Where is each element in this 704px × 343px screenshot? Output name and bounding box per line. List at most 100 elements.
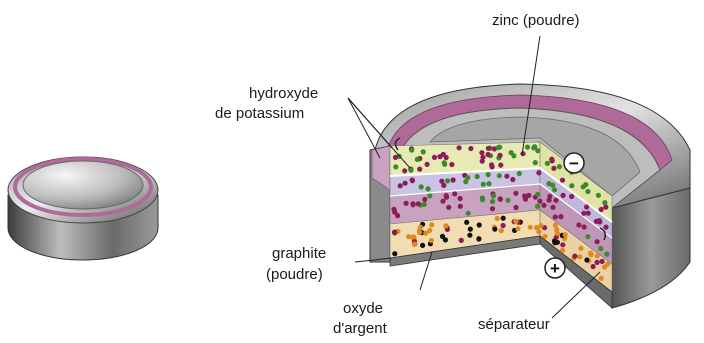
silver-oxide-particle (602, 265, 607, 270)
separator-particle (561, 193, 566, 198)
silver-oxide-particle (555, 231, 560, 236)
separator-particle (504, 174, 509, 179)
electrolyte-particle (395, 213, 400, 218)
silver-oxide-particle (588, 252, 593, 257)
electrolyte-particle (585, 234, 590, 239)
silver-oxide-particle (553, 223, 558, 228)
silver-oxide-particle (392, 251, 397, 256)
zinc-particle (441, 152, 446, 157)
electrolyte-particle (541, 203, 546, 208)
zinc-particle (457, 145, 462, 150)
zinc-particle (425, 162, 430, 167)
electrolyte-particle (490, 199, 495, 204)
separator-particle (569, 194, 574, 199)
zinc-particle (442, 162, 447, 167)
silver-oxide-particle (499, 228, 504, 233)
separator-particle (451, 177, 456, 182)
silver-oxide-particle (418, 225, 423, 230)
electrolyte-particle (427, 193, 432, 198)
separator-particle (497, 173, 502, 178)
zinc-particle (603, 205, 608, 210)
separator-particle (426, 186, 431, 191)
label-oxyde-line2: d'argent (333, 320, 387, 338)
silver-oxide-particle (468, 227, 473, 232)
silver-oxide-particle (501, 223, 506, 228)
zinc-particle (468, 146, 473, 151)
separator-particle (439, 179, 444, 184)
electrolyte-particle (416, 201, 421, 206)
zinc-particle (449, 162, 454, 167)
electrolyte-particle (576, 222, 581, 227)
electrolyte-particle (513, 205, 518, 210)
silver-oxide-particle (477, 222, 482, 227)
zinc-particle (486, 152, 491, 157)
negative-terminal-sign: − (569, 154, 579, 173)
zinc-particle (415, 157, 420, 162)
electrolyte-particle (598, 246, 603, 251)
zinc-particle (520, 151, 525, 156)
separator-particle (445, 178, 450, 183)
zinc-particle (509, 150, 514, 155)
electrolyte-particle (558, 214, 563, 219)
electrolyte-particle (446, 205, 451, 210)
electrolyte-particle (550, 205, 555, 210)
silver-oxide-particle (429, 238, 434, 243)
electrolyte-particle (466, 211, 471, 216)
electrolyte-particle (537, 199, 542, 204)
separator-particle (546, 181, 551, 186)
silver-oxide-particle (563, 232, 568, 237)
silver-oxide-particle (528, 225, 533, 230)
zinc-particle (432, 155, 437, 160)
positive-terminal-marker: + (545, 258, 565, 278)
electrolyte-particle (553, 214, 558, 219)
electrolyte-particle (440, 199, 445, 204)
silver-oxide-particle (412, 242, 417, 247)
electrolyte-particle (458, 196, 463, 201)
zinc-particle (393, 164, 398, 169)
zinc-particle (599, 207, 604, 212)
electrolyte-particle (535, 204, 540, 209)
silver-oxide-particle (467, 233, 472, 238)
silver-oxide-particle (591, 264, 596, 269)
separator-particle (463, 179, 468, 184)
label-oxyde-line1: oxyde (343, 300, 383, 318)
zinc-particle (583, 182, 588, 187)
zinc-particle (393, 155, 398, 160)
separator-particle (403, 181, 408, 186)
separator-particle (410, 178, 415, 183)
label-hydroxyde-line1: hydroxyde (249, 85, 318, 103)
separator-particle (419, 184, 424, 189)
electrolyte-particle (513, 191, 518, 196)
silver-oxide-particle (392, 230, 397, 235)
electrolyte-particle (422, 202, 427, 207)
silver-oxide-particle (492, 227, 497, 232)
silver-oxide-particle (464, 220, 469, 225)
zinc-particle (533, 160, 538, 165)
electrolyte-particle (444, 195, 449, 200)
silver-oxide-particle (560, 242, 565, 247)
silver-oxide-particle (536, 229, 541, 234)
separator-particle (517, 171, 522, 176)
zinc-particle (421, 149, 426, 154)
separator-particle (486, 172, 491, 177)
zinc-particle (486, 146, 491, 151)
zinc-particle (569, 183, 574, 188)
separator-particle (510, 177, 515, 182)
silver-oxide-particle (501, 216, 506, 221)
electrolyte-particle (404, 201, 409, 206)
silver-oxide-particle (443, 223, 448, 228)
electrolyte-particle (452, 191, 457, 196)
silver-oxide-particle (555, 240, 560, 245)
zinc-particle (498, 153, 503, 158)
silver-oxide-particle (538, 223, 543, 228)
zinc-particle (545, 161, 550, 166)
silver-oxide-particle (459, 238, 464, 243)
separator-particle (552, 187, 557, 192)
silver-oxide-particle (420, 243, 425, 248)
positive-terminal-sign: + (550, 259, 560, 278)
silver-oxide-particle (578, 246, 583, 251)
silver-oxide-particle (572, 254, 577, 259)
electrolyte-particle (526, 193, 531, 198)
label-hydroxyde-line2: de potassium (215, 105, 304, 123)
separator-particle (603, 225, 608, 230)
